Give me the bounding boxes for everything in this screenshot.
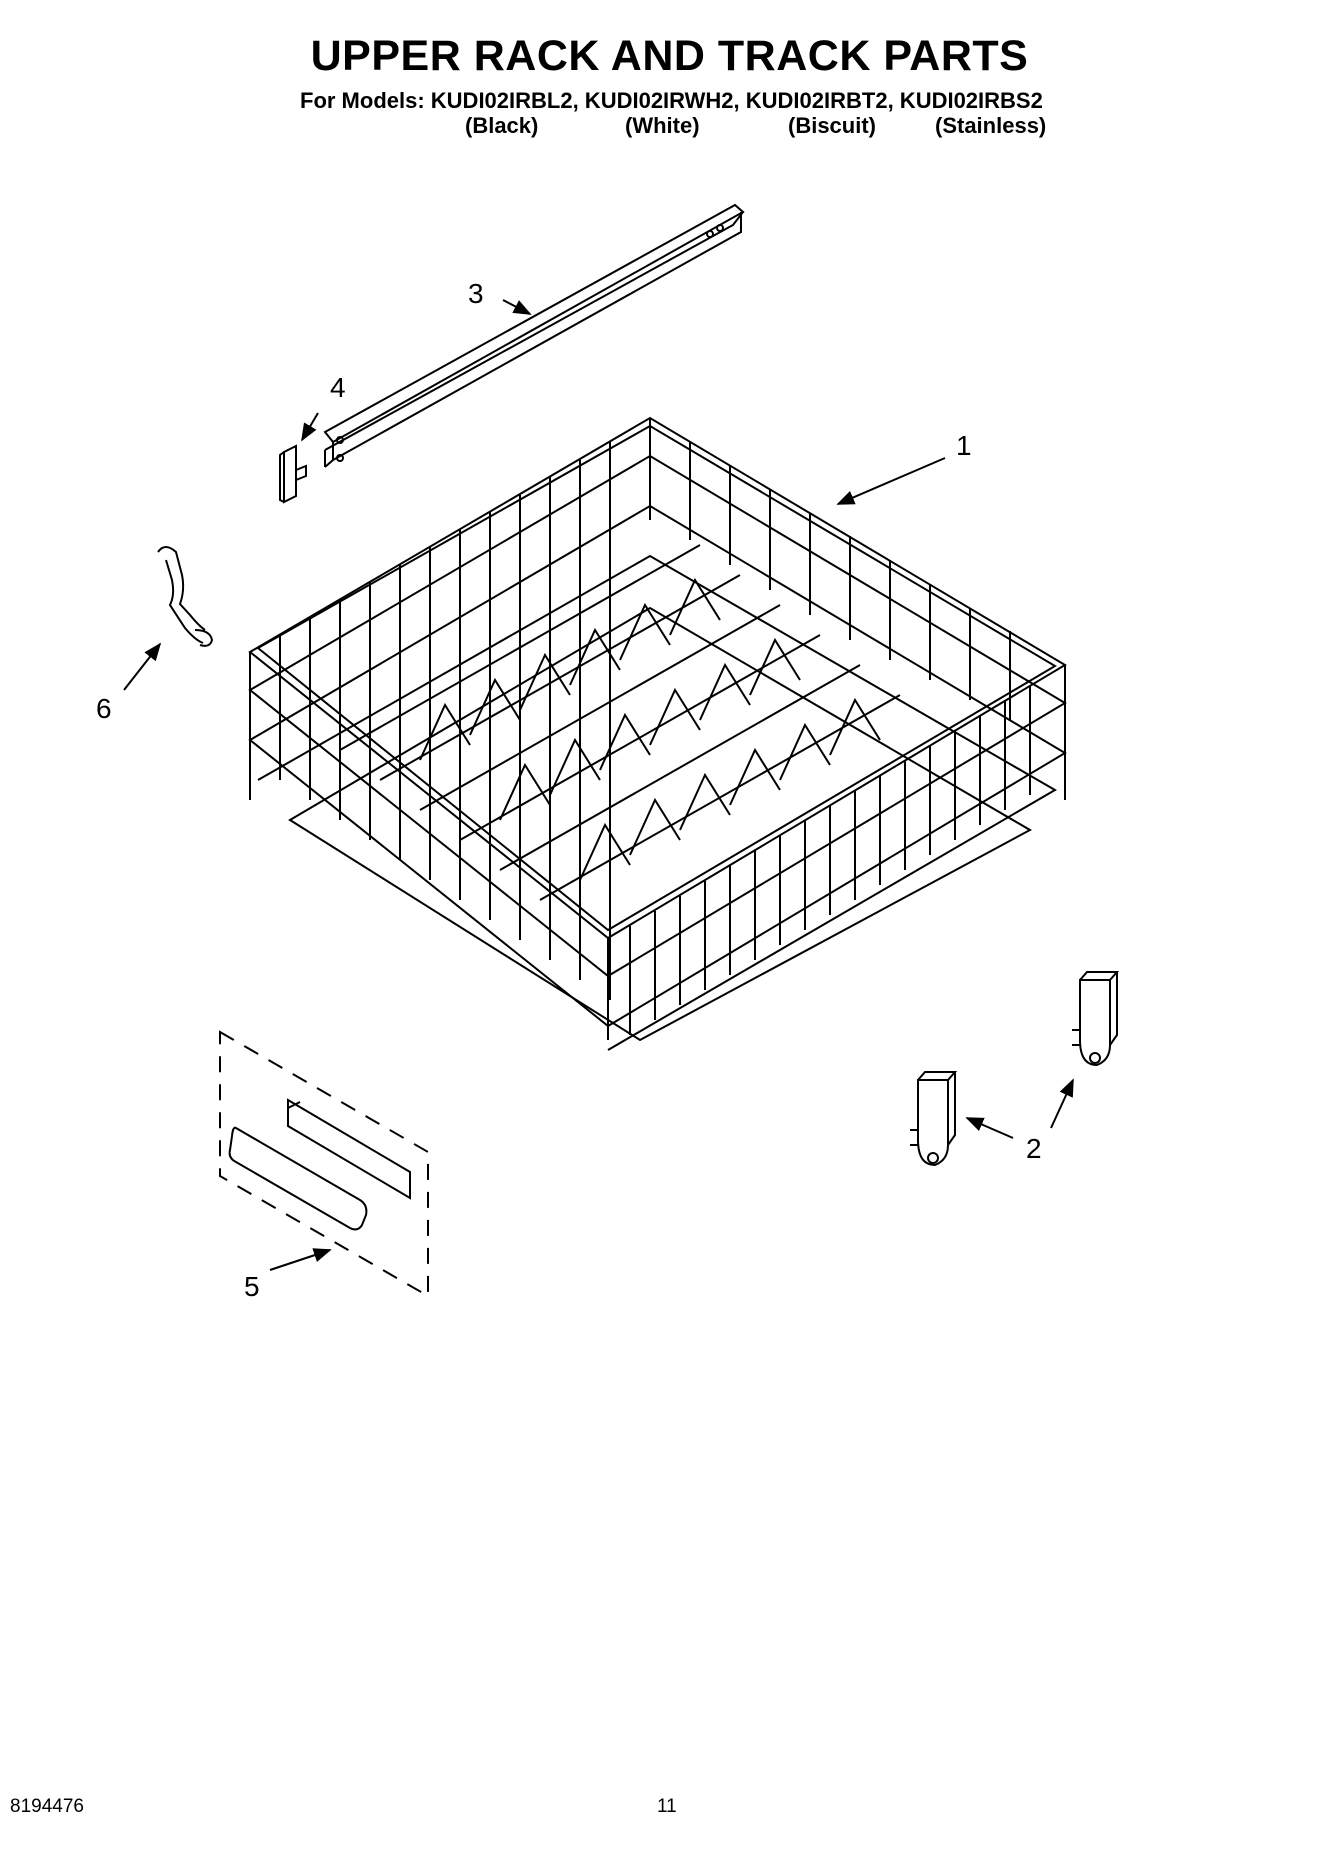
rack-adjuster-part-right — [1072, 971, 1120, 1067]
models-line: For Models: KUDI02IRBL2, KUDI02IRWH2, KU… — [300, 88, 1043, 113]
callout-2: 2 — [1026, 1133, 1042, 1164]
page-title: UPPER RACK AND TRACK PARTS — [310, 32, 1029, 80]
callout-5: 5 — [244, 1271, 260, 1302]
part-number: 8194476 — [10, 1796, 84, 1817]
track-stop-part — [279, 444, 307, 504]
callout-6: 6 — [96, 693, 112, 724]
tine-clip-part — [157, 546, 214, 647]
callout-3: 3 — [468, 278, 484, 309]
rack-handle-kit — [219, 1030, 429, 1298]
callout-1: 1 — [956, 430, 972, 461]
rack-adjuster-part-left — [910, 1071, 958, 1167]
variant-stainless: (Stainless) — [935, 113, 1047, 138]
variant-white: (White) — [625, 113, 700, 138]
variant-biscuit: (Biscuit) — [788, 113, 876, 138]
upper-rack-part — [248, 416, 1067, 1051]
track-rail-part — [323, 203, 745, 468]
leader-lines — [123, 299, 1074, 1271]
page-number: 11 — [657, 1796, 677, 1817]
callout-4: 4 — [330, 372, 346, 403]
variant-black: (Black) — [465, 113, 539, 138]
